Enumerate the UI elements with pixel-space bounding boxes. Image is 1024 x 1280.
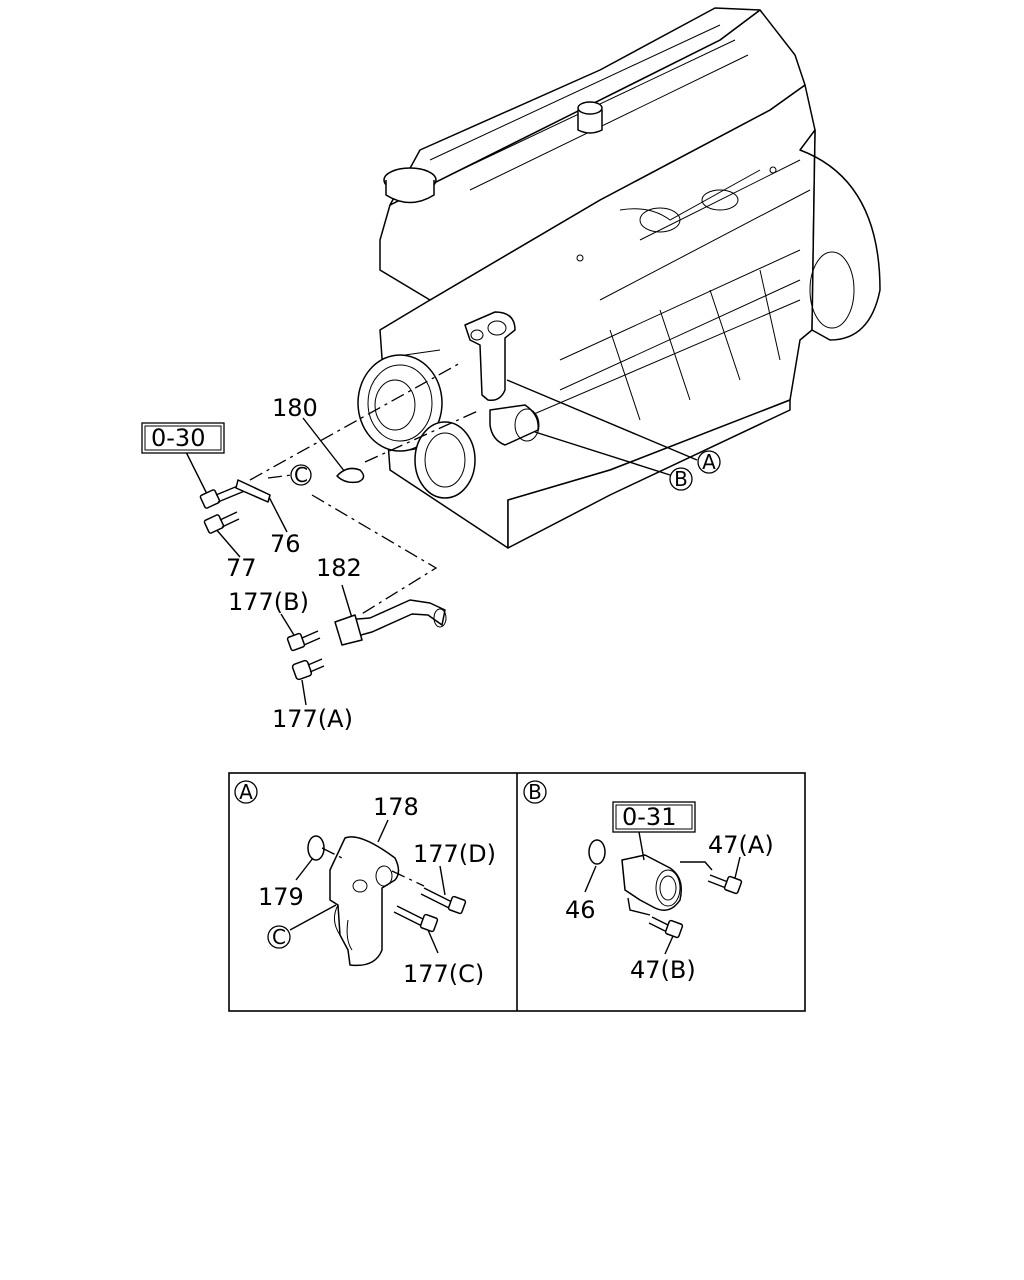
- label-177b: 177(B): [228, 588, 309, 616]
- panel-a-circle: [234, 780, 258, 804]
- gasket-76: [235, 479, 271, 503]
- label-47a: 47(A): [708, 831, 774, 859]
- detail-panel-a: A: [234, 780, 496, 988]
- label-177d: 177(D): [413, 840, 496, 868]
- o-ring-179: [307, 835, 325, 861]
- panel-b-circle: [523, 780, 547, 804]
- bolt-77: [203, 511, 240, 534]
- detail-panels: A: [228, 772, 806, 1012]
- label-179: 179: [258, 883, 304, 911]
- label-180: 180: [272, 394, 318, 422]
- reference-box-0-31: [612, 801, 696, 833]
- panel-a-ref-c-letter: C: [272, 925, 286, 949]
- bolt-47b: [648, 916, 684, 939]
- loose-parts: [199, 467, 447, 681]
- bolt-177a: [291, 658, 325, 681]
- bolt-177c: [393, 905, 439, 933]
- label-182: 182: [316, 554, 362, 582]
- bolt-upper: [199, 482, 248, 509]
- panel-a-ref-c-circle: [267, 925, 291, 949]
- main-labels: 180 0-30 76 77 182 177(B) 177(A) C A B: [141, 394, 721, 733]
- panel-a-letter: A: [239, 780, 253, 804]
- ref-a-letter: A: [702, 450, 716, 474]
- label-177c: 177(C): [403, 960, 484, 988]
- engine-block-illustration: [357, 7, 881, 549]
- bolt-177b: [286, 630, 321, 652]
- ref-circle-b: [669, 467, 693, 491]
- label-77: 77: [226, 554, 257, 582]
- label-47b: 47(B): [630, 956, 696, 984]
- pipe-182: [344, 599, 446, 639]
- bolt-177d: [420, 887, 467, 915]
- label-box-0-30: 0-30: [151, 424, 205, 452]
- label-178: 178: [373, 793, 419, 821]
- ref-circle-a: [697, 450, 721, 474]
- label-46: 46: [565, 896, 596, 924]
- bolt-47a: [707, 874, 743, 895]
- label-177a: 177(A): [272, 705, 353, 733]
- ref-circle-c: [290, 464, 312, 486]
- panel-b-letter: B: [528, 780, 542, 804]
- detail-panel-b: B 0-31: [523, 780, 774, 984]
- reference-box-0-30: [141, 422, 225, 454]
- o-ring-46: [588, 839, 606, 865]
- thermostat-housing-178: [329, 836, 400, 967]
- label-76: 76: [270, 530, 301, 558]
- ref-b-letter: B: [674, 467, 688, 491]
- ref-c-letter: C: [294, 463, 308, 487]
- water-outlet-47: [621, 854, 682, 911]
- snap-ring-180: [336, 467, 365, 484]
- label-box-0-31: 0-31: [622, 803, 676, 831]
- leader-lines: [185, 361, 698, 706]
